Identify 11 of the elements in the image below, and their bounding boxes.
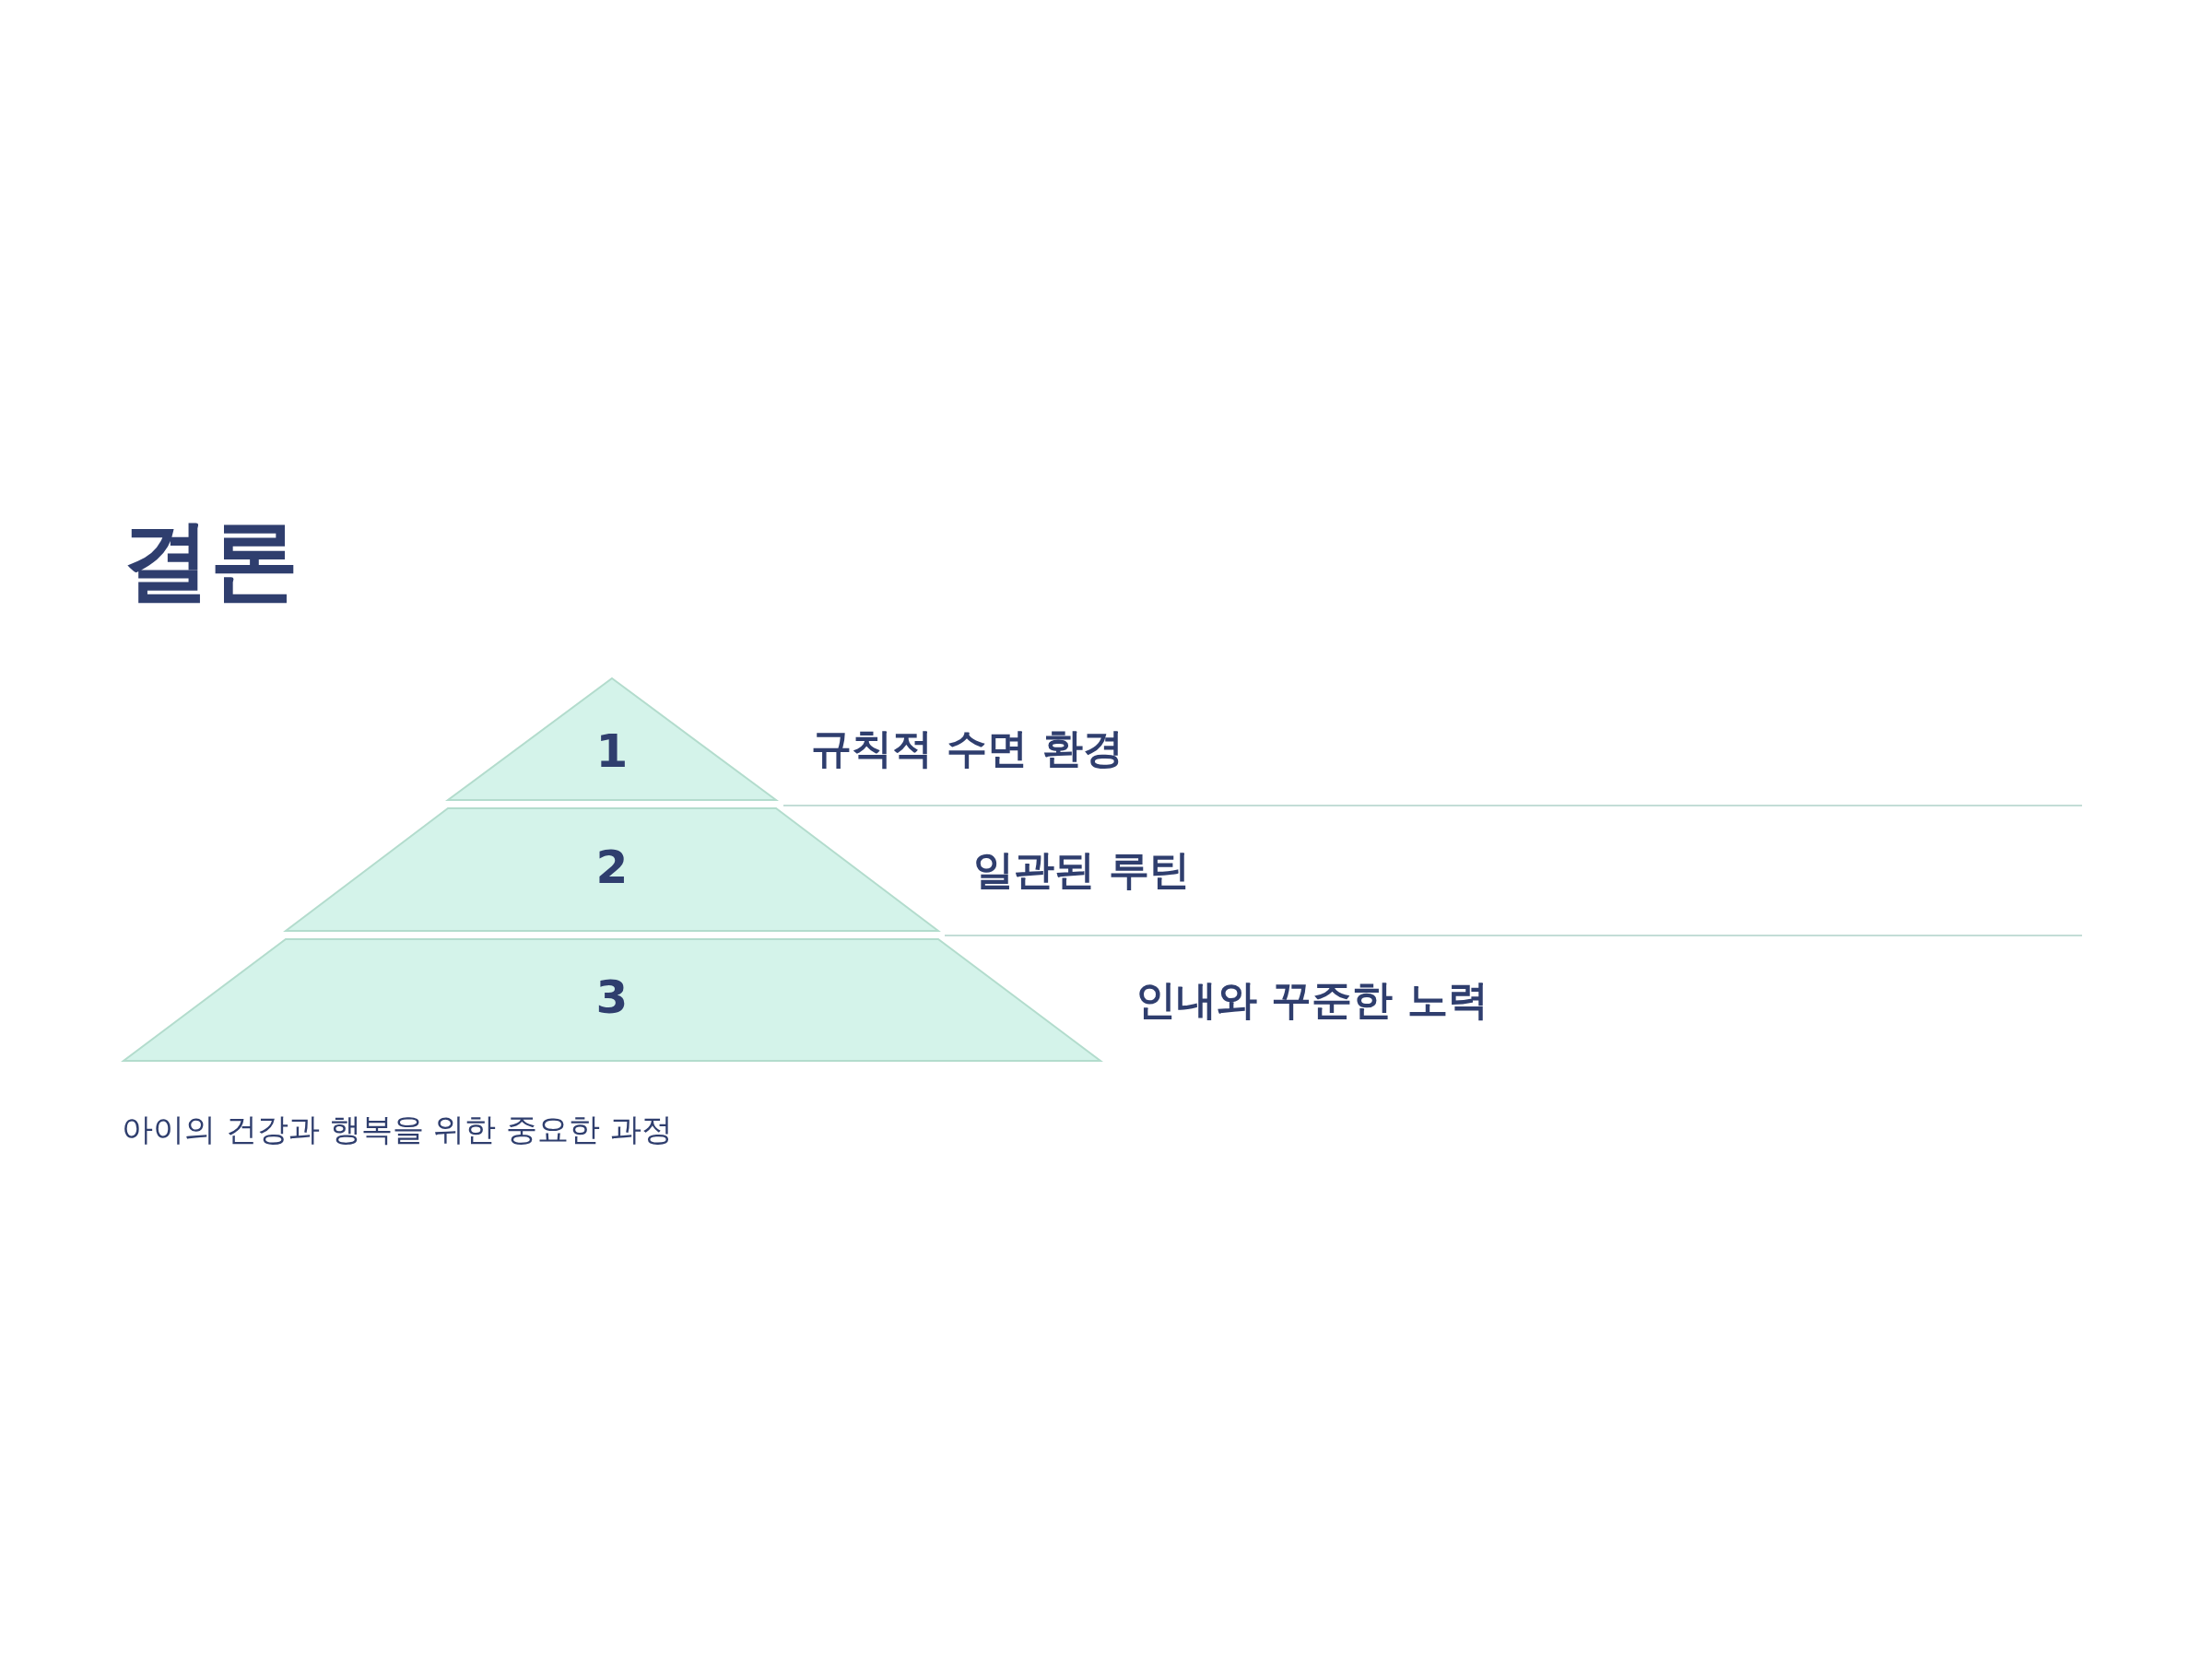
pyramid-tier bbox=[448, 678, 776, 800]
pyramid-tier bbox=[124, 939, 1100, 1061]
pyramid-tier bbox=[286, 808, 938, 931]
tier-label: 규칙적 수면 환경 bbox=[811, 723, 1124, 773]
tier-number: 2 bbox=[595, 840, 629, 894]
tier-label: 일관된 루틴 bbox=[973, 844, 1191, 894]
tier-number: 1 bbox=[595, 724, 629, 778]
tier-number: 3 bbox=[595, 971, 629, 1024]
tier-label: 인내와 꾸준한 노력 bbox=[1135, 974, 1488, 1025]
heading: 결론 bbox=[122, 508, 299, 614]
caption: 아이의 건강과 행복을 위한 중요한 과정 bbox=[122, 1110, 674, 1149]
